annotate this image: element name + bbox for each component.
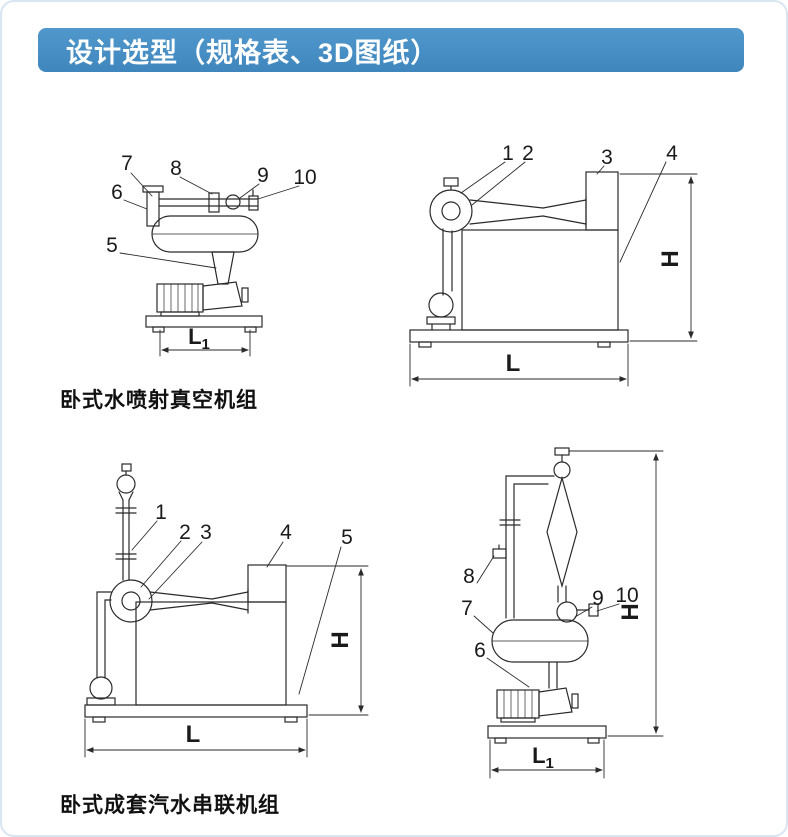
diagram-unit1-side-view: 1 2 3 4 H L xyxy=(409,142,698,387)
ejector-end-box xyxy=(247,564,287,603)
callout-8: 8 xyxy=(170,157,182,180)
circulating-pump xyxy=(89,676,113,700)
dim-label-H-unit1: H xyxy=(657,250,684,267)
dimension-H-unit2-front xyxy=(568,450,664,737)
callout-9: 9 xyxy=(592,587,604,610)
water-tank xyxy=(135,601,287,706)
callout-7: 7 xyxy=(461,597,473,620)
dim-label-L1-unit2-front: L1 xyxy=(532,743,554,772)
diagram-unit2-side-view: 1 2 3 4 5 H L xyxy=(84,463,369,758)
callout-9: 9 xyxy=(257,164,269,187)
gauge-fitting xyxy=(556,601,578,623)
inlet-flange xyxy=(109,579,153,623)
steam-ejector xyxy=(546,475,578,589)
callout-5: 5 xyxy=(341,526,353,549)
reducer-cone xyxy=(211,251,235,285)
section-title: 设计选型（规格表、3D图纸） xyxy=(66,37,439,68)
dimension-L-unit1 xyxy=(409,343,629,387)
dim-label-L1-unit1: L1 xyxy=(188,324,210,353)
diagram-unit1-front-view: 7 8 9 10 6 5 L1 xyxy=(106,152,317,357)
circulating-pump xyxy=(428,292,454,318)
callout-7: 7 xyxy=(121,152,133,175)
pipe-valve xyxy=(492,548,507,559)
pump-volute xyxy=(202,281,243,311)
gauge xyxy=(225,194,241,210)
dimension-H-unit2-side xyxy=(285,565,369,716)
callouts-unit2-side: 1 2 3 4 5 xyxy=(155,501,353,549)
callout-6: 6 xyxy=(474,639,486,662)
section-header-banner: 设计选型（规格表、3D图纸） xyxy=(38,28,744,72)
machine-unit2-front xyxy=(487,447,607,744)
machine-unit1-side xyxy=(409,171,629,348)
dim-L1-sub: 1 xyxy=(202,336,210,353)
machine-unit2-side xyxy=(84,463,308,723)
leader-lines-unit2-side xyxy=(131,520,342,695)
dimension-L-unit2-side xyxy=(84,718,308,758)
dim-L1-sub: 1 xyxy=(546,755,554,772)
pipe-fitting xyxy=(248,195,259,211)
ball-valve xyxy=(116,474,136,494)
top-fitting xyxy=(554,447,570,456)
callout-8: 8 xyxy=(463,565,475,588)
callout-10: 10 xyxy=(615,584,638,607)
dimension-L1-unit1 xyxy=(159,329,251,357)
callout-5: 5 xyxy=(106,234,118,257)
callout-4: 4 xyxy=(666,142,678,165)
pump-volute xyxy=(538,687,573,717)
base-frame xyxy=(145,315,263,328)
dim-label-L-unit1: L xyxy=(506,350,521,377)
steam-nozzle-ball xyxy=(553,461,571,479)
water-tank xyxy=(461,229,619,331)
callouts-unit1-side: 1 2 3 4 xyxy=(502,142,678,169)
machine-unit1-front xyxy=(142,185,263,333)
base-frame xyxy=(487,725,607,739)
leader-lines-unit1-front xyxy=(119,172,300,269)
caption-unit1: 卧式水喷射真空机组 xyxy=(60,389,258,412)
callout-2: 2 xyxy=(179,521,191,544)
top-stub xyxy=(443,177,459,187)
callout-3: 3 xyxy=(200,521,212,544)
callout-1: 1 xyxy=(155,501,167,524)
dim-L1-main: L xyxy=(188,324,201,349)
ejector-end-box xyxy=(585,171,619,231)
callout-6: 6 xyxy=(111,181,123,204)
inlet-flange xyxy=(429,189,473,233)
dim-label-H-unit2-side: H xyxy=(327,631,354,648)
bracket-cap xyxy=(142,185,164,193)
dim-L1-main: L xyxy=(532,743,545,768)
valve xyxy=(208,192,220,213)
callouts-unit1-front: 7 8 9 10 6 5 xyxy=(106,152,317,257)
leader-lines-unit1-side xyxy=(460,161,667,263)
dimension-L1-unit2-front xyxy=(489,739,605,779)
callout-3: 3 xyxy=(601,146,613,169)
side-fitting xyxy=(588,603,599,617)
callout-1: 1 xyxy=(502,142,514,165)
dim-label-H-unit2-front: H xyxy=(617,603,644,620)
leader-lines-unit2-front xyxy=(473,555,620,688)
callouts-unit2-front: 8 7 6 9 10 xyxy=(461,565,639,662)
diagram-unit2-front-view: 8 7 6 9 10 H L1 xyxy=(461,447,664,779)
caption-unit2: 卧式成套汽水串联机组 xyxy=(60,794,280,817)
dimension-H-unit1 xyxy=(619,173,698,342)
base-frame xyxy=(409,329,629,343)
vent-cap xyxy=(121,463,132,472)
callout-2: 2 xyxy=(522,142,534,165)
callout-10: 10 xyxy=(293,166,316,189)
dim-label-L-unit2-side: L xyxy=(186,721,201,748)
callout-4: 4 xyxy=(280,521,292,544)
base-frame xyxy=(84,704,308,718)
